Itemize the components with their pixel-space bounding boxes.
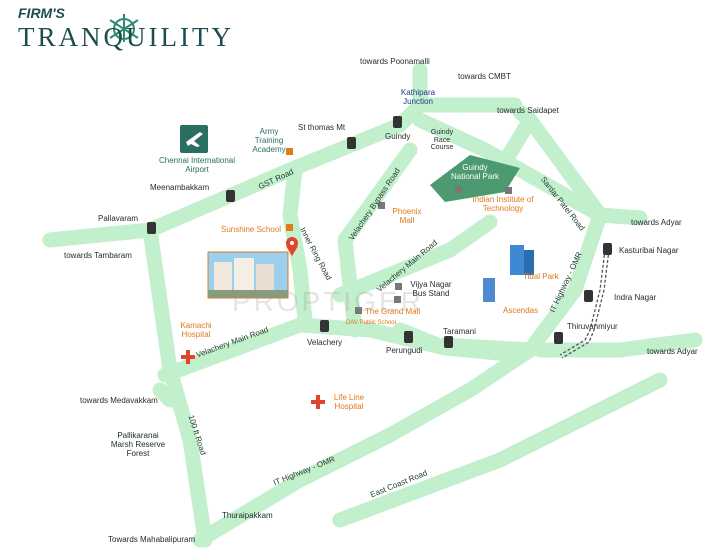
label-towards-tambaram: towards Tambaram: [64, 251, 132, 260]
adyar-right-road: [532, 332, 703, 358]
label-indian-institute-of-technology: Indian Institute of Technology: [472, 195, 534, 213]
label-indra-nagar: Indra Nagar: [614, 293, 657, 302]
label-the-grand-mall: The Grand Mall: [365, 307, 421, 316]
label-towards-adyar-top: towards Adyar: [631, 218, 682, 227]
label-tidal-park: Tidal Park: [523, 272, 559, 281]
label-army-training-academy: Army Training Academy: [252, 127, 286, 154]
guindy-to-adyar-road: [412, 112, 648, 226]
metro-line: [559, 249, 610, 359]
logo-emblem: [109, 14, 139, 42]
label-guindy-race-course: Guindy Race Course: [430, 129, 454, 152]
omr-lower-road: [192, 427, 398, 548]
airport-icon: [180, 125, 208, 153]
hospital-cross-icon: [181, 350, 325, 409]
pallavaram-south-road: [142, 222, 213, 548]
pallavaram-west-road: [42, 222, 158, 248]
marker-squares: [286, 148, 512, 314]
label-pallikaranai-marsh: Pallikaranai Marsh Reserve Forest: [110, 431, 166, 458]
ecr-road: [332, 372, 668, 528]
medavakkam-road: [152, 382, 178, 408]
location-pin-icon: [286, 237, 298, 256]
label-thuraipakkam: Thuraipakkam: [222, 511, 273, 520]
label-taramani: Taramani: [443, 327, 476, 336]
label-kathipara-junction: Kathipara Junction: [400, 88, 436, 106]
label-perungudi: Perungudi: [386, 346, 423, 355]
label-dav-public-school: DAV Public School: [346, 320, 396, 326]
label-towards-medavakkam: towards Medavakkam: [80, 396, 158, 405]
label-towards-adyar-right: towards Adyar: [647, 347, 698, 356]
label-ascendas: Ascendas: [503, 306, 539, 315]
label-towards-saidapet: towards Saidapet: [497, 106, 559, 115]
label-towards-mahabalipuram: Towards Mahabalipuram: [108, 535, 196, 544]
logo-name: TRANQUILITY: [18, 22, 234, 52]
guindy-national-park: [430, 155, 520, 202]
label-kamachi-hospital: Kamachi Hospital: [180, 321, 212, 339]
taramani-link-road: [437, 337, 538, 358]
train-icons: [147, 116, 612, 348]
sardar-patel-road: [522, 112, 608, 223]
watermark: PROPTIGER: [232, 286, 424, 317]
velachery-main-road-n: [332, 214, 498, 303]
road-network: [42, 62, 703, 548]
label-guindy-national-park: Guindy National Park: [450, 163, 500, 181]
label-towards-poonamalli: towards Poonamalli: [360, 57, 430, 66]
label-kasturibai-nagar: Kasturibai Nagar: [619, 246, 679, 255]
label-pallavaram: Pallavaram: [98, 214, 139, 223]
label-sunshine-school: Sunshine School: [221, 225, 282, 234]
label-vijya-nagar-bus-stand: Vijya Nagar Bus Stand: [410, 280, 452, 298]
label-st-thomas-mt: St thomas Mt: [298, 123, 346, 132]
project-photo: [207, 251, 289, 299]
label-guindy: Guindy: [385, 132, 411, 141]
label-towards-cmbt: towards CMBT: [458, 72, 511, 81]
label-phoenix-mall: Phoenix Mall: [392, 207, 422, 225]
logo-prefix: FIRM'S: [18, 5, 65, 21]
label-meenambakkam: Meenambakkam: [150, 183, 210, 192]
label-chennai-international-airport: Chennai International Airport: [158, 156, 236, 174]
label-life-line-hospital: Life Line Hospital: [333, 393, 365, 411]
label-velachery: Velachery: [307, 338, 343, 347]
label-thiruvanmiyur: Thiruvanmiyur: [567, 322, 618, 331]
buildings-icon: [483, 245, 534, 302]
velachery-bypass-road: [337, 142, 418, 338]
